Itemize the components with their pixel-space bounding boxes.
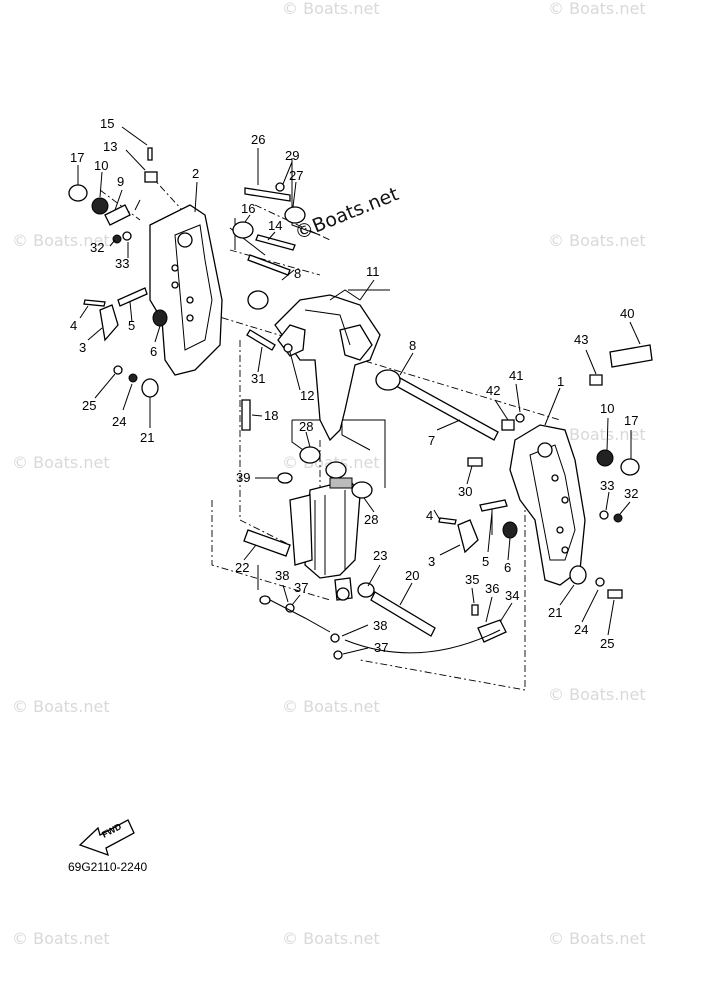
power-tilt-unit	[289, 477, 361, 601]
callout-37: 37	[294, 580, 308, 595]
callout-24-right: 24	[574, 622, 588, 637]
callout-17-right: 17	[624, 413, 638, 428]
tilt-shaft-7	[395, 377, 499, 441]
callout-32: 32	[90, 240, 104, 255]
watermark: © Boats.net	[548, 0, 646, 18]
callout-34: 34	[505, 588, 519, 603]
callout-37-lower: 37	[374, 640, 388, 655]
watermark: © Boats.net	[548, 231, 646, 250]
callout-10-right: 10	[600, 401, 614, 416]
callout-38: 38	[275, 568, 289, 583]
callout-20: 20	[405, 568, 419, 583]
watermark: © Boats.net	[548, 425, 646, 444]
callout-29: 29	[285, 148, 299, 163]
fwd-arrow-icon	[78, 819, 135, 857]
callout-18: 18	[264, 408, 278, 423]
callout-25: 25	[82, 398, 96, 413]
callout-39: 39	[236, 470, 250, 485]
callout-15: 15	[100, 116, 114, 131]
watermark: © Boats.net	[282, 697, 380, 716]
stud-18	[241, 399, 251, 431]
callout-12: 12	[300, 388, 314, 403]
callout-16: 16	[241, 201, 255, 216]
callout-43: 43	[574, 332, 588, 347]
callout-1: 1	[557, 374, 564, 389]
watermark: © Boats.net	[282, 0, 380, 18]
callout-31: 31	[251, 371, 265, 386]
watermark-prominent: ©Boats.net	[292, 183, 402, 245]
callout-3-right: 3	[428, 554, 435, 569]
watermark: © Boats.net	[12, 929, 110, 948]
diagram-part-number: 69G2110-2240	[68, 860, 148, 874]
callout-26: 26	[251, 132, 265, 147]
callout-25-right: 25	[600, 636, 614, 651]
callout-6: 6	[150, 344, 157, 359]
callout-17: 17	[70, 150, 84, 165]
watermark: © Boats.net	[12, 697, 110, 716]
callout-4-right: 4	[426, 508, 433, 523]
callout-11: 11	[366, 264, 380, 279]
callout-14: 14	[268, 218, 282, 233]
watermark: © Boats.net	[548, 685, 646, 704]
callout-4: 4	[70, 318, 77, 333]
callout-8-right: 8	[409, 338, 416, 353]
callout-41: 41	[509, 368, 523, 383]
callout-21-right: 21	[548, 605, 562, 620]
callout-32-right: 32	[624, 486, 638, 501]
callout-labels: 15 13 17 10 9 32 33 2 26 29 27 16 14 8 1…	[70, 116, 638, 655]
callout-5: 5	[128, 318, 135, 333]
fwd-arrow: FWD	[78, 819, 135, 857]
callout-40: 40	[620, 306, 634, 321]
left-clamp-bracket	[149, 204, 223, 376]
leader-lines	[77, 126, 641, 655]
callout-33-right: 33	[600, 478, 614, 493]
callout-36: 36	[485, 581, 499, 596]
callout-30: 30	[458, 484, 472, 499]
callout-33: 33	[115, 256, 129, 271]
callout-28-lower: 28	[364, 512, 378, 527]
watermark: © Boats.net	[12, 453, 110, 472]
tilt-pin-20	[370, 591, 436, 637]
callout-7: 7	[428, 433, 435, 448]
callout-13: 13	[103, 139, 117, 154]
callout-8: 8	[294, 266, 301, 281]
callout-10: 10	[94, 158, 108, 173]
callout-6-right: 6	[504, 560, 511, 575]
callout-22: 22	[235, 560, 249, 575]
bolt-40	[609, 344, 653, 368]
small-parts	[68, 147, 640, 660]
callout-9: 9	[117, 174, 124, 189]
callout-21: 21	[140, 430, 154, 445]
watermark: © Boats.net	[12, 231, 110, 250]
watermark: © Boats.net	[548, 929, 646, 948]
callout-2: 2	[192, 166, 199, 181]
callout-27: 27	[289, 168, 303, 183]
callout-24: 24	[112, 414, 126, 429]
watermark: © Boats.net	[282, 929, 380, 948]
callout-35: 35	[465, 572, 479, 587]
callout-38-lower: 38	[373, 618, 387, 633]
callout-5-right: 5	[482, 554, 489, 569]
swivel-bracket	[274, 289, 381, 442]
callout-28: 28	[299, 419, 313, 434]
callout-3: 3	[79, 340, 86, 355]
callout-23: 23	[373, 548, 387, 563]
callout-42: 42	[486, 383, 500, 398]
right-clamp-bracket	[509, 424, 586, 586]
